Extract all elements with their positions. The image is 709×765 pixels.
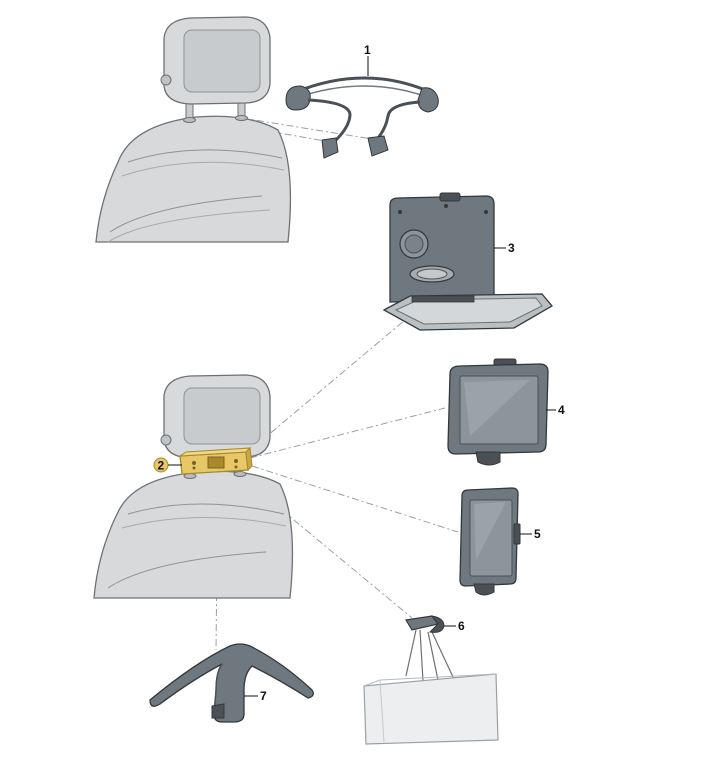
part-2-base-module bbox=[178, 446, 253, 475]
callouts: 1 2 3 4 5 6 7 bbox=[153, 43, 565, 703]
seat-top bbox=[95, 16, 292, 243]
part-7-coat-hanger bbox=[149, 643, 314, 723]
callout-6: 6 bbox=[458, 619, 465, 633]
part-5-tablet-holder-small bbox=[459, 487, 521, 596]
callout-1: 1 bbox=[364, 43, 371, 57]
callout-2: 2 bbox=[158, 459, 165, 473]
callout-3: 3 bbox=[508, 241, 515, 255]
callout-7: 7 bbox=[260, 689, 267, 703]
part-3-folding-table bbox=[382, 192, 553, 331]
leader-lines bbox=[195, 117, 459, 651]
part-4-tablet-holder-large bbox=[447, 358, 549, 466]
part-6-bag-hook bbox=[363, 615, 499, 745]
callout-5: 5 bbox=[534, 527, 541, 541]
part-1-hanger-arms bbox=[285, 76, 439, 159]
seat-bottom bbox=[93, 374, 294, 599]
callout-4: 4 bbox=[558, 403, 565, 417]
